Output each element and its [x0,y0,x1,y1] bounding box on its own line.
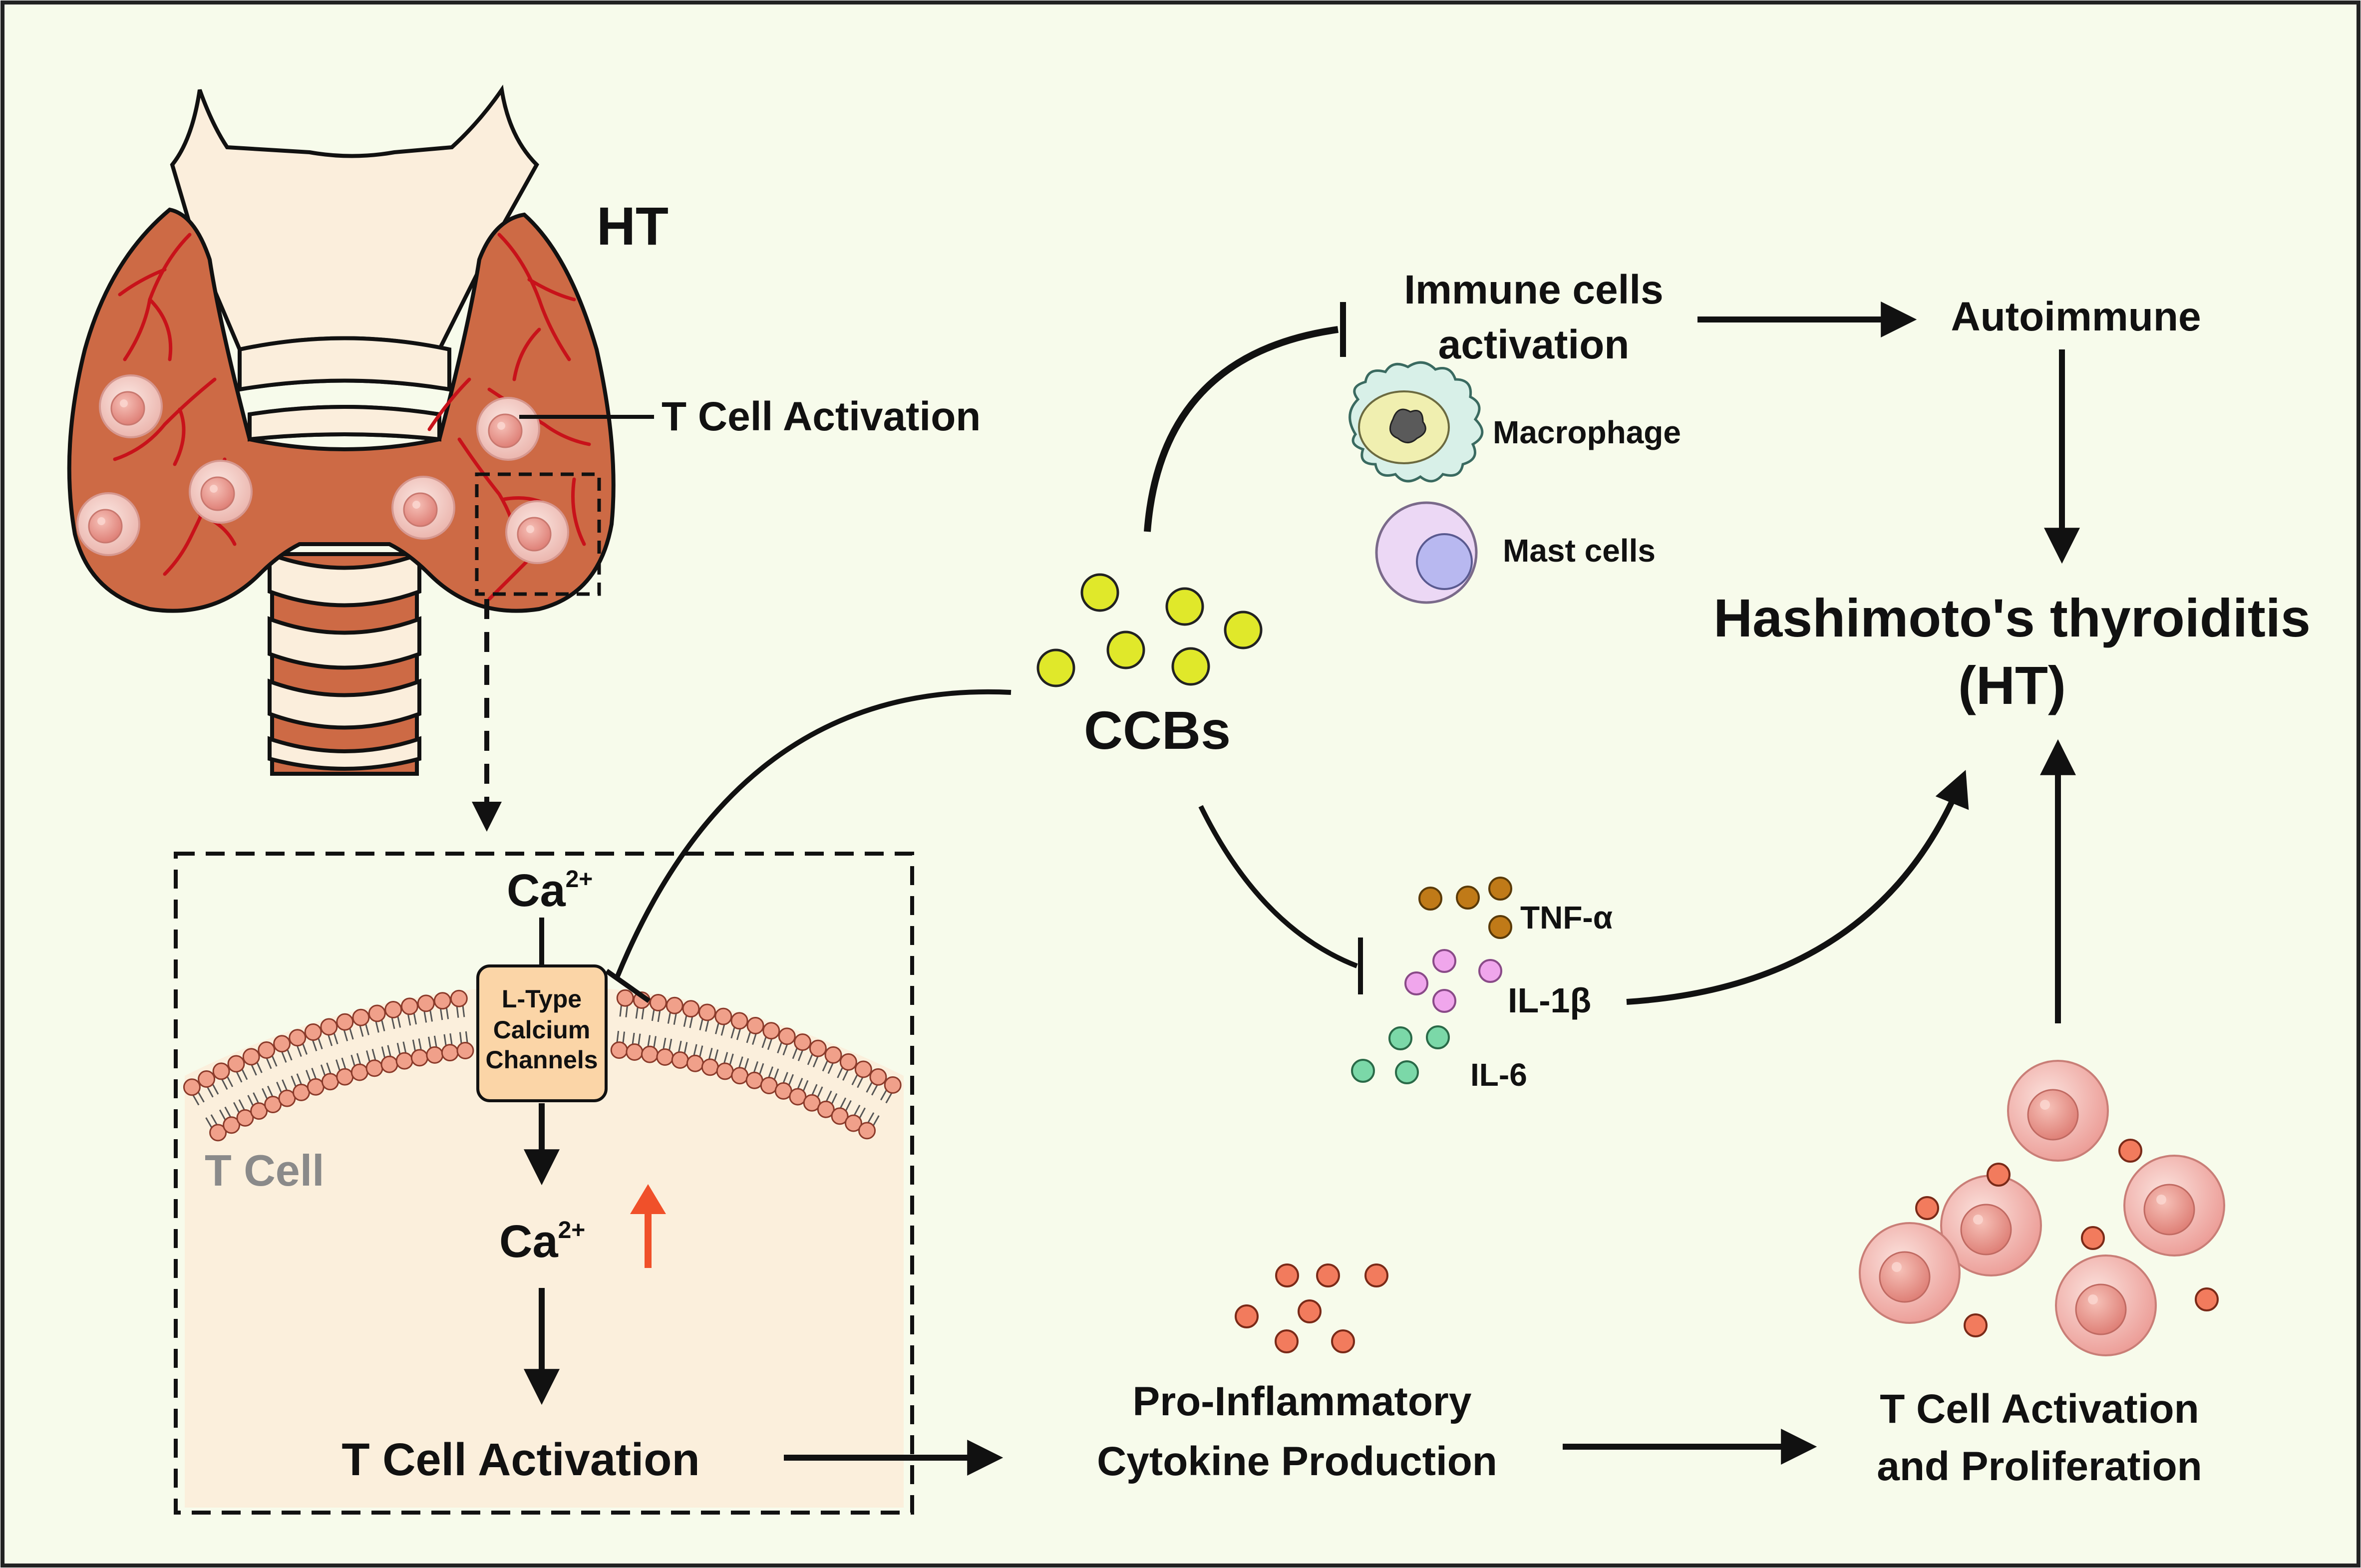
gland-tcell [189,460,253,524]
gland-tcell-activation-label: T Cell Activation [662,394,981,439]
mast-cell-icon [1375,501,1478,604]
il6-particles [1351,1025,1450,1084]
ccbs-label: CCBs [1084,700,1231,760]
ccb-particles [1036,573,1263,687]
mast-cells-label: Mast cells [1503,533,1656,569]
hashimoto-abbrev: (HT) [1958,655,2066,715]
zoom-region-box [475,472,601,596]
il6-label: IL-6 [1470,1057,1527,1093]
gland-tcell [391,476,455,540]
increase-arrow-icon [630,1184,666,1268]
pro-inflammatory-line2: Cytokine Production [1097,1439,1497,1484]
proliferation-cytokines [1915,1139,2219,1337]
ccb-inhibits-channel [614,689,1012,979]
ccb-inhibits-immune-cells [1144,326,1339,532]
blood-vessels [98,233,591,601]
channel-label-line1: L-Type [502,985,582,1013]
calcium-ion-top: Ca2+ [507,865,593,916]
channel-label-line2: Calcium [493,1016,591,1044]
tnf-alpha-particles [1418,877,1512,939]
tcell [2055,1254,2157,1356]
calcium-ion-elevated: Ca2+ [499,1216,585,1267]
ccb-inhibits-cytokines [1198,805,1358,968]
autoimmune-label: Autoimmune [1951,294,2201,339]
gland-tcell [476,397,540,461]
macrophage-label: Macrophage [1493,414,1681,450]
macrophage-icon [1349,361,1484,483]
tcell-label: T Cell [205,1146,325,1195]
immune-activation-line2: activation [1438,322,1630,367]
tcell-cytoplasm [185,986,904,1508]
gland-tcell [76,492,140,556]
il1-beta-label: IL-1β [1508,981,1591,1020]
l-type-calcium-channel [476,964,608,1102]
gland-tcell [99,374,163,438]
hashimoto-title: Hashimoto's thyroiditis [1713,588,2311,648]
larynx-cartilage [170,84,539,351]
tcell [2007,1060,2109,1162]
il1-beta-particles [1404,949,1502,1013]
gland-tcell [505,500,569,564]
tnf-alpha-label: TNF-α [1520,900,1613,936]
cell-tcell-activation-label: T Cell Activation [341,1434,699,1485]
channel-label-line3: Channels [485,1046,598,1074]
pro-inflammatory-line1: Pro-Inflammatory [1133,1379,1472,1424]
tcell [1859,1222,1961,1324]
tcell-detail-box [174,852,914,1515]
trachea [268,551,421,776]
tcell [2123,1155,2225,1256]
gland-ht-label: HT [597,196,669,256]
cell-membrane [183,989,902,1142]
proliferation-line2: and Proliferation [1877,1444,2202,1489]
cytokine-particles [1235,1263,1388,1353]
proliferation-line1: T Cell Activation [1880,1386,2199,1432]
inhibition-bar [605,968,651,1003]
thyroid-gland-illustration [67,84,616,776]
arrow-cytokines-to-ht [1626,770,1969,1005]
immune-activation-line1: Immune cells [1404,267,1664,313]
